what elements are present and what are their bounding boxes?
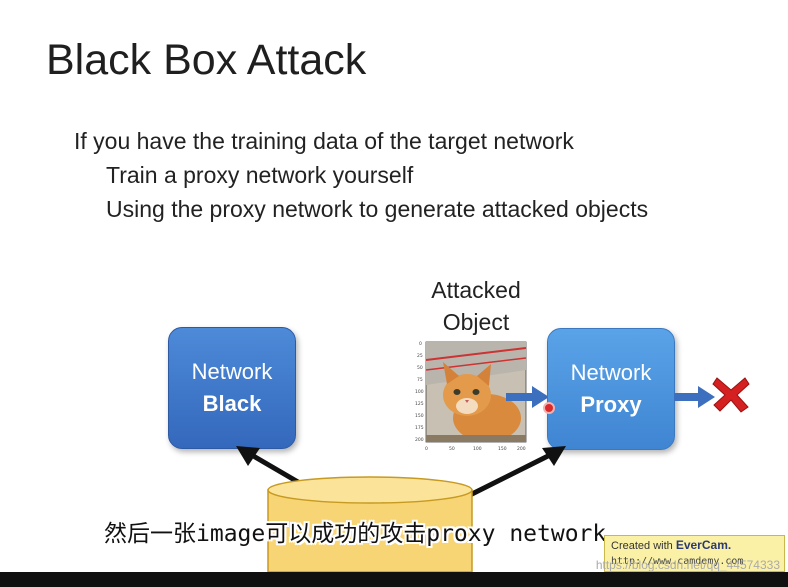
x-tick-100: 100: [473, 446, 482, 452]
y-tick-75: 75: [417, 377, 423, 383]
slide-title: Black Box Attack: [46, 36, 367, 84]
arrow-image-to-proxy: [506, 386, 549, 408]
network-proxy-box: Network Proxy: [547, 328, 675, 450]
x-tick-50: 50: [449, 446, 455, 452]
network-black-line2: Black: [202, 391, 262, 416]
cursor-indicator: [543, 402, 555, 414]
network-proxy-line2: Proxy: [580, 392, 642, 417]
arrow-data-to-proxy: [466, 446, 566, 499]
video-subtitle: 然后一张image可以成功的攻击proxy network: [104, 521, 607, 547]
y-tick-200: 200: [415, 437, 424, 443]
arrow-proxy-to-result: [674, 386, 715, 408]
network-proxy-line1: Network: [570, 360, 652, 385]
network-black-line1: Network: [191, 359, 273, 384]
evercam-badge: Created with EverCam. http://www.camdemy…: [604, 535, 785, 572]
y-tick-50: 50: [417, 365, 423, 371]
x-tick-150: 150: [498, 446, 507, 452]
y-tick-125: 125: [415, 401, 424, 407]
evercam-created-text: Created with: [611, 540, 673, 552]
y-tick-25: 25: [417, 353, 423, 359]
evercam-url: http://www.camdemy.com: [611, 556, 744, 567]
csdn-watermark: https://blog.csdn.net/qq_44574333: [595, 558, 780, 572]
bullet-train-proxy: Train a proxy network yourself: [106, 162, 414, 188]
network-black-box: Network Black: [168, 327, 296, 449]
red-x-icon: [712, 377, 750, 413]
attacked-label-line1: Attacked: [431, 277, 521, 303]
y-tick-100: 100: [415, 389, 424, 395]
evercam-brand: EverCam.: [675, 538, 732, 552]
attacked-label-line2: Object: [442, 309, 510, 335]
database-icon: [267, 476, 473, 572]
bullet-use-proxy: Using the proxy network to generate atta…: [106, 196, 649, 222]
y-tick-175: 175: [415, 425, 424, 431]
cat-image: 0 25 50 75 100 125 150 175 200 0 50 100 …: [407, 340, 529, 455]
x-tick-0: 0: [425, 446, 428, 452]
attacked-object-label: Attacked Object: [420, 274, 532, 338]
bullet-training-data: If you have the training data of the tar…: [74, 128, 574, 154]
x-tick-200: 200: [517, 446, 526, 452]
y-tick-0: 0: [419, 341, 422, 347]
slide: Black Box Attack If you have the trainin…: [46, 36, 785, 572]
y-tick-150: 150: [415, 413, 424, 419]
bottom-bar: [0, 572, 788, 587]
